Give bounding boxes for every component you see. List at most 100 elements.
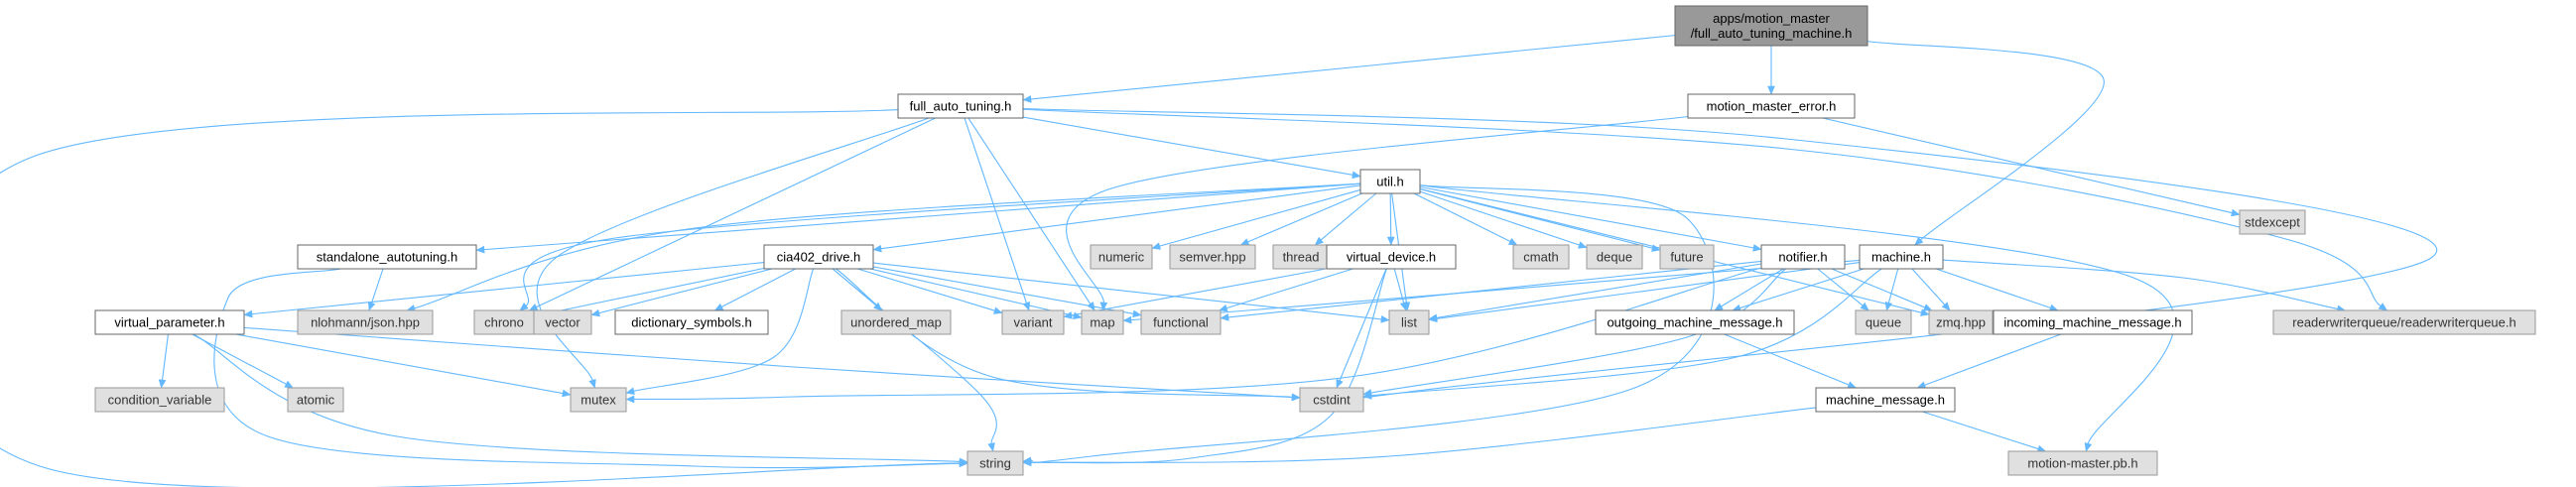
node-box bbox=[94, 309, 245, 335]
node-label: motion-master.pb.h bbox=[2027, 456, 2137, 471]
node-box bbox=[570, 387, 627, 413]
node-standalone-autotuning[interactable]: standalone_autotuning.h bbox=[297, 244, 477, 270]
node-box bbox=[1081, 309, 1124, 335]
node-machine[interactable]: machine.h bbox=[1859, 244, 1944, 270]
arrowhead-full_auto_tuning-to-mutex bbox=[588, 378, 596, 389]
edge-cia402_drive-to-map bbox=[869, 268, 1075, 316]
edge-virtual_parameter-to-cstdint bbox=[243, 326, 1293, 399]
arrowhead-virtual_device-to-variant bbox=[1063, 311, 1073, 319]
node-box bbox=[1687, 93, 1856, 119]
arrowhead-full_auto_tuning-to-variant bbox=[1022, 301, 1031, 311]
node-box bbox=[2007, 450, 2158, 476]
arrowhead-cia402_drive-to-map bbox=[1073, 311, 1083, 320]
edge-util-to-standalone_autotuning bbox=[483, 183, 1361, 251]
node-root[interactable]: apps/motion_master/full_auto_tuning_mach… bbox=[1674, 5, 1868, 47]
node-label: cia402_drive.h bbox=[777, 250, 861, 265]
node-box bbox=[1359, 169, 1421, 194]
arrowhead-virtual_parameter-to-mutex bbox=[562, 389, 572, 398]
node-box bbox=[287, 387, 344, 413]
node-semver: semver.hpp bbox=[1169, 244, 1256, 270]
arrowhead-virtual_device-to-cstdint bbox=[1336, 378, 1344, 389]
arrowhead-util-to-deque bbox=[1577, 241, 1588, 249]
node-label: stdexcept bbox=[2245, 215, 2300, 230]
node-chrono: chrono bbox=[473, 309, 535, 335]
edge-outgoing_machine_message-to-machine_message bbox=[1724, 333, 1850, 386]
node-functional: functional bbox=[1140, 309, 1222, 335]
edge-full_auto_tuning-to-readerwriterqueue bbox=[1022, 108, 2382, 306]
arrowhead-cia402_drive-to-functional bbox=[1132, 309, 1142, 318]
edge-cia402_drive-to-functional bbox=[872, 266, 1134, 314]
arrowhead-machine-to-zmq bbox=[1941, 302, 1951, 311]
node-outgoing-machine-message[interactable]: outgoing_machine_message.h bbox=[1595, 309, 1795, 335]
node-box bbox=[1595, 309, 1795, 335]
node-box bbox=[1001, 309, 1065, 335]
arrowhead-notifier-to-queue bbox=[1860, 302, 1869, 311]
edge-util-to-notifier bbox=[1419, 185, 1754, 249]
arrowhead-virtual_device-to-functional bbox=[1218, 304, 1228, 312]
node-label: unordered_map bbox=[850, 315, 942, 330]
arrowhead-machine-to-map bbox=[1122, 315, 1132, 324]
arrowhead-cia402_drive-to-vector bbox=[590, 308, 600, 317]
node-mutex: mutex bbox=[570, 387, 627, 413]
edge-incoming_machine_message-to-machine_message bbox=[1924, 333, 2062, 386]
node-label: machine.h bbox=[1871, 250, 1931, 265]
edge-util-to-semver bbox=[1247, 192, 1362, 243]
arrowhead-virtual_device-to-list bbox=[1399, 302, 1408, 311]
node-stdexcept: stdexcept bbox=[2239, 209, 2306, 235]
node-box bbox=[1299, 387, 1364, 413]
arrowhead-full_auto_tuning-to-readerwriterqueue bbox=[2378, 303, 2388, 311]
node-zmq: zmq.hpp bbox=[1928, 309, 1994, 335]
node-virtual-device[interactable]: virtual_device.h bbox=[1326, 244, 1457, 270]
node-motion-master-error[interactable]: motion_master_error.h bbox=[1687, 93, 1856, 119]
node-box bbox=[1928, 309, 1994, 335]
node-map: map bbox=[1081, 309, 1124, 335]
edge-machine-to-outgoing_machine_message bbox=[1739, 268, 1865, 309]
node-string: string bbox=[966, 450, 1024, 476]
node-notifier[interactable]: notifier.h bbox=[1760, 244, 1846, 270]
arrowhead-notifier-to-outgoing_machine_message bbox=[1714, 303, 1724, 311]
edge-notifier-to-functional bbox=[1227, 260, 1762, 318]
arrowhead-cia402_drive-to-list bbox=[1380, 315, 1390, 323]
node-label: motion_master_error.h bbox=[1707, 99, 1837, 114]
node-box bbox=[1090, 244, 1153, 270]
arrowhead-machine_message-to-string bbox=[1022, 458, 1032, 467]
arrowhead-virtual_parameter-to-string bbox=[959, 457, 968, 466]
edge-cia402_drive-to-mutex bbox=[633, 268, 815, 392]
arrowhead-notifier-to-zmq bbox=[1922, 304, 1933, 311]
node-box bbox=[2239, 209, 2306, 235]
node-virtual-parameter[interactable]: virtual_parameter.h bbox=[94, 309, 245, 335]
node-full-auto-tuning[interactable]: full_auto_tuning.h bbox=[897, 93, 1024, 119]
node-box bbox=[1388, 309, 1430, 335]
arrowhead-util-to-numeric bbox=[1151, 242, 1161, 250]
arrowhead-incoming_machine_message-to-machine_message bbox=[1916, 381, 1927, 389]
node-label: nlohmann/json.hpp bbox=[311, 315, 420, 330]
node-incoming-machine-message[interactable]: incoming_machine_message.h bbox=[1993, 309, 2193, 335]
node-json: nlohmann/json.hpp bbox=[297, 309, 434, 335]
node-box bbox=[1169, 244, 1256, 270]
node-util[interactable]: util.h bbox=[1359, 169, 1421, 194]
node-label: /full_auto_tuning_machine.h bbox=[1691, 26, 1853, 41]
node-future: future bbox=[1659, 244, 1715, 270]
node-dictionary-symbols[interactable]: dictionary_symbols.h bbox=[614, 309, 769, 335]
node-label: list bbox=[1401, 315, 1417, 330]
edge-util-to-json bbox=[414, 183, 1361, 309]
arrowhead-util-to-chrono bbox=[519, 302, 529, 311]
node-box bbox=[1993, 309, 2193, 335]
arrowhead-util-to-cmath bbox=[1507, 237, 1518, 246]
node-box bbox=[966, 450, 1024, 476]
edge-virtual_parameter-to-condition_variable bbox=[162, 333, 170, 381]
edge-machine-to-zmq bbox=[1911, 268, 1946, 305]
node-cia402-drive[interactable]: cia402_drive.h bbox=[763, 244, 874, 270]
arrowhead-standalone_autotuning-to-json bbox=[367, 301, 376, 311]
node-condition-variable: condition_variable bbox=[94, 387, 225, 413]
node-label: variant bbox=[1013, 315, 1052, 330]
node-machine-message[interactable]: machine_message.h bbox=[1815, 387, 1956, 413]
edge-machine_message-to-motion_master_pb bbox=[1922, 411, 2039, 450]
arrowhead-motion_master_error-to-stdexcept bbox=[2231, 208, 2241, 217]
edge-standalone_autotuning-to-json bbox=[371, 268, 384, 304]
edge-root-to-full_auto_tuning bbox=[1030, 35, 1676, 100]
node-label: future bbox=[1670, 250, 1703, 265]
node-label: atomic bbox=[297, 393, 335, 408]
arrowhead-util-to-standalone_autotuning bbox=[475, 245, 485, 254]
